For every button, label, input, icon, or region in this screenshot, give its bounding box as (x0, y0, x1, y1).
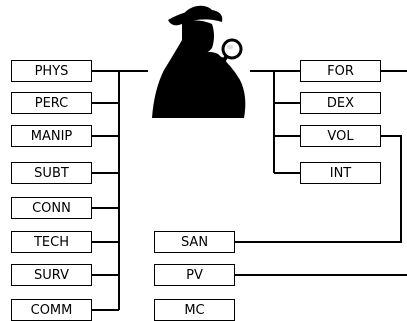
box-conn: CONN (11, 197, 92, 219)
detective-magnifier-icon (152, 5, 246, 118)
box-san: SAN (154, 231, 235, 253)
box-subt: SUBT (11, 162, 92, 184)
box-pv: PV (154, 264, 235, 286)
box-phys: PHYS (11, 60, 92, 82)
box-vol: VOL (300, 125, 381, 147)
box-comm: COMM (11, 299, 92, 321)
box-perc: PERC (11, 92, 92, 114)
box-dex: DEX (300, 92, 381, 114)
box-mc: MC (154, 299, 235, 321)
box-tech: TECH (11, 231, 92, 253)
box-manip: MANIP (11, 125, 92, 147)
box-surv: SURV (11, 264, 92, 286)
box-for: FOR (300, 60, 381, 82)
box-int: INT (300, 162, 381, 184)
